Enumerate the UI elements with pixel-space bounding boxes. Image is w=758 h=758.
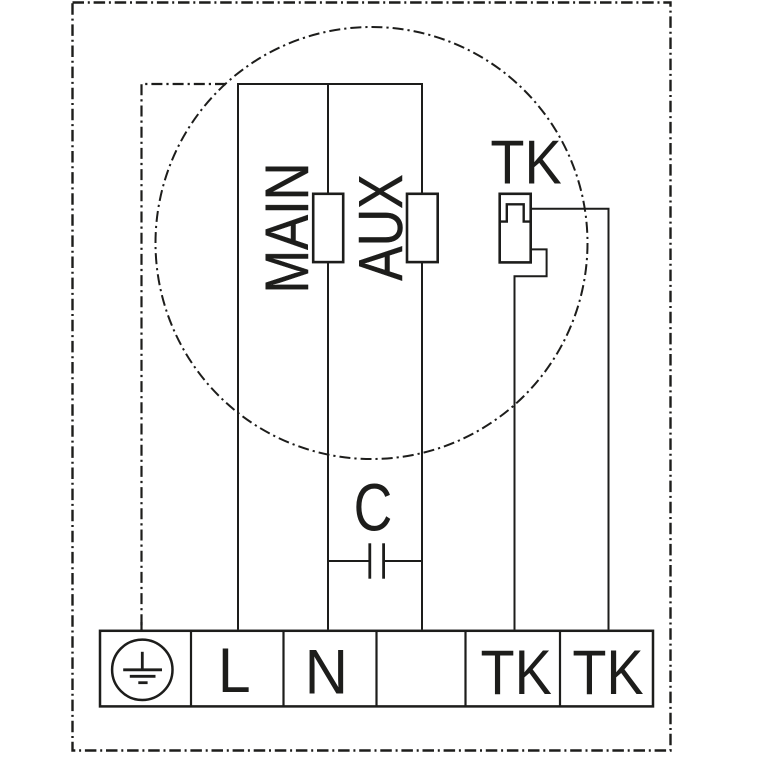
svg-text:TK: TK bbox=[481, 637, 552, 708]
svg-text:TK: TK bbox=[490, 129, 561, 197]
svg-text:TK: TK bbox=[572, 637, 643, 708]
svg-text:N: N bbox=[305, 637, 348, 708]
svg-text:MAIN: MAIN bbox=[253, 162, 322, 293]
svg-text:C: C bbox=[354, 470, 393, 545]
svg-text:L: L bbox=[218, 635, 251, 706]
svg-text:AUX: AUX bbox=[347, 174, 416, 280]
